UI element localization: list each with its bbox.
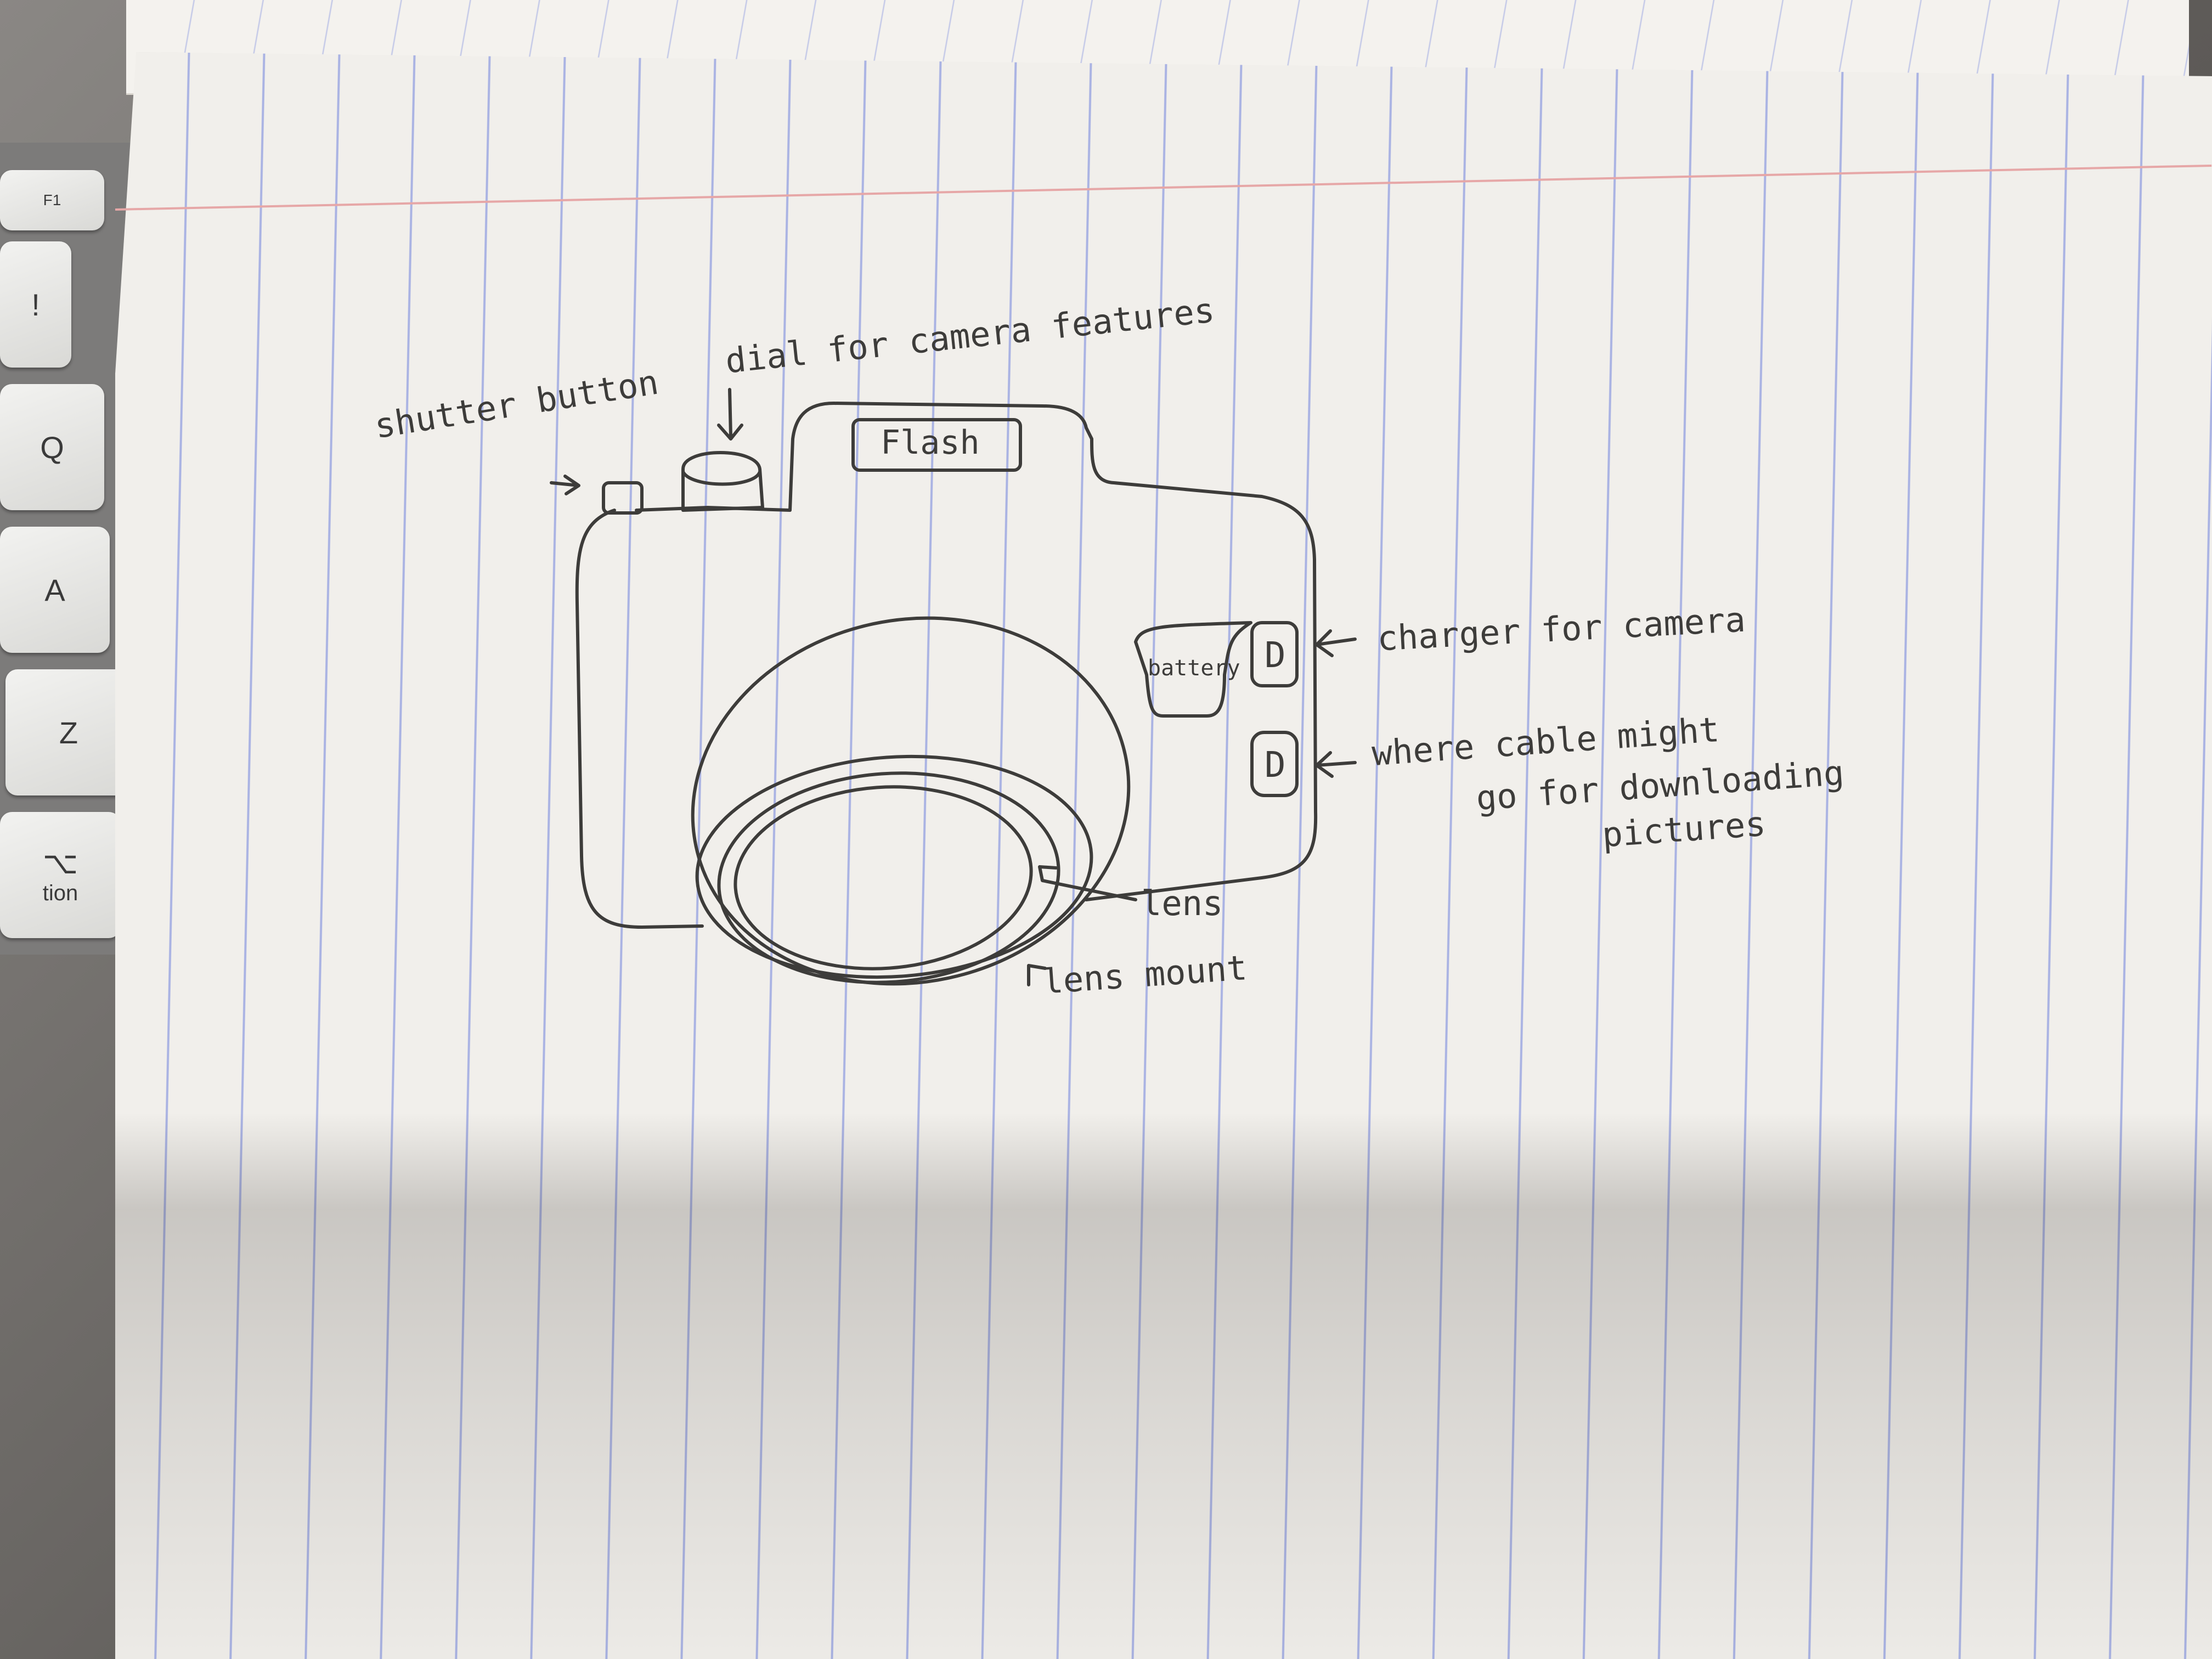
key-option[interactable]: ⌥ tion: [0, 812, 121, 938]
key-f1[interactable]: F1: [0, 170, 104, 230]
port-top-label: D: [1265, 635, 1286, 676]
lens-mount-ring-outer: [691, 616, 1131, 986]
camera-body-outline: [575, 402, 1318, 929]
dial-shape: [681, 451, 764, 512]
shutter-button-shape: [602, 481, 644, 515]
port-top-box: [1250, 621, 1299, 687]
lens-pointer: [1038, 865, 1137, 901]
lens-glass: [733, 785, 1033, 970]
flash-label: Flash: [881, 424, 980, 462]
dial-arrow: [717, 388, 743, 441]
key-q[interactable]: Q: [0, 384, 104, 510]
lens-mount-pointer: [1027, 964, 1047, 986]
key-a[interactable]: A: [0, 527, 110, 653]
battery-label: battery: [1148, 656, 1240, 681]
port-bottom-box: [1250, 731, 1299, 797]
flash-box: [851, 418, 1022, 472]
battery-box: [1134, 621, 1252, 718]
shutter-arrow: [550, 475, 580, 495]
lens-annotation: lens: [1141, 883, 1223, 923]
charger-arrow: [1315, 629, 1357, 657]
notebook-page: [115, 52, 2212, 1659]
key-exclamation[interactable]: !: [0, 241, 71, 368]
key-z[interactable]: Z: [5, 669, 132, 795]
port-bottom-label: D: [1265, 745, 1286, 786]
cable-arrow: [1315, 751, 1357, 778]
lens-ring: [717, 771, 1060, 984]
lens-mount-ring-inner: [695, 754, 1093, 979]
